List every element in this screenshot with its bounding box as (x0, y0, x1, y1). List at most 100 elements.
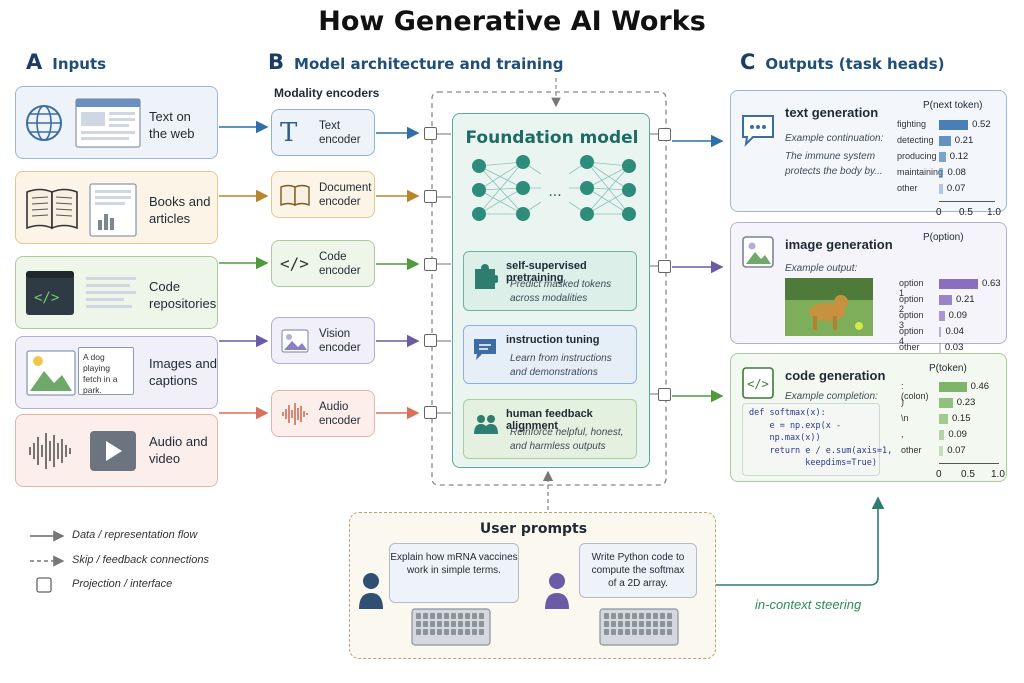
prob-bar (939, 430, 945, 440)
code-window-icon: </> (26, 270, 136, 315)
bar-value-label: 0.63 (982, 278, 1001, 289)
output-example-line: The immune system (785, 151, 876, 162)
projection-interface (658, 128, 671, 141)
output-example-line: protects the body by... (785, 166, 883, 177)
prob-chart-title: P(token) (929, 363, 967, 374)
code-line: return e / e.sum(axis=1, (749, 445, 893, 456)
bar-label: option 2 (899, 294, 924, 314)
in-context-steering-label: in-context steering (755, 597, 862, 612)
prob-bar (939, 184, 943, 194)
projection-interface (424, 127, 437, 140)
users-and-keyboards (359, 573, 679, 646)
bar-label: other (897, 183, 918, 193)
open-book-icon (26, 182, 137, 237)
input-images-captions: A dog playing fetch in a park. Images an… (15, 336, 218, 409)
landscape-image-icon (26, 349, 76, 396)
prob-bar (939, 414, 948, 424)
neural-network-icon: ... (472, 155, 636, 221)
bar-value-label: 0.07 (947, 445, 966, 456)
prob-bar (939, 446, 944, 456)
image-icon (281, 328, 309, 353)
output-image-generation: image generation Example output: P(optio… (730, 222, 1007, 377)
projection-interface (658, 260, 671, 273)
stage-instruction-tuning: instruction tuning Learn from instructio… (463, 325, 637, 384)
legend-data-flow: Data / representation flow (72, 529, 198, 541)
diagram-title: How Generative AI Works (318, 6, 706, 37)
bar-label: other (899, 342, 920, 352)
output-subtitle: Example continuation: (785, 133, 884, 144)
output-text-generation: text generation Example continuation: Th… (730, 90, 1007, 218)
bar-label: , (901, 429, 904, 439)
bar-value-label: 0.09 (948, 310, 968, 321)
bar-value-label: 0.08 (947, 167, 966, 178)
bar-value-label: 0.12 (949, 151, 969, 162)
prob-bar (939, 382, 967, 392)
bar-value-label: 0.03 (944, 342, 964, 353)
globe-webpage-icon (26, 97, 141, 148)
bar-label: option 3 (899, 310, 924, 330)
bar-label: detecting (897, 135, 934, 145)
x-tick-label: 1.0 (991, 469, 1005, 480)
modality-encoders-label: Modality encoders (274, 86, 380, 100)
bar-label: : (colon) (901, 381, 929, 401)
projection-interface (424, 406, 437, 419)
bar-value-label: 0.21 (954, 135, 974, 146)
x-tick-label: 0.5 (961, 469, 975, 480)
bar-label: ) (901, 397, 904, 407)
stage-description: Reinforce helpful, honest,and harmless o… (510, 427, 624, 452)
projection-interface (658, 388, 671, 401)
output-heading: image generation (785, 237, 893, 252)
prob-bar (939, 311, 945, 321)
user-avatar-icon (363, 573, 379, 589)
output-subtitle: Example completion: (785, 391, 878, 402)
code-brackets-icon: </> (280, 254, 309, 273)
x-axis (939, 463, 999, 464)
bar-value-label: 0.46 (970, 381, 990, 392)
foundation-model-title: Foundation model (465, 128, 639, 148)
code-line: def softmax(x): (749, 408, 826, 418)
prob-bar (939, 279, 979, 289)
bar-label: option 4 (899, 326, 924, 346)
user-prompts-title: User prompts (479, 521, 588, 537)
projection-interface (424, 190, 437, 203)
stage-title: self-supervised pretraining (506, 260, 587, 284)
bar-label: fighting (897, 119, 927, 129)
book-icon (280, 184, 310, 206)
people-icon (474, 415, 498, 434)
prob-bar (939, 398, 953, 408)
output-subtitle: Example output: (785, 263, 858, 274)
prob-bar (939, 136, 951, 146)
projection-interface (424, 258, 437, 271)
svg-text:</>: </> (747, 377, 769, 391)
stage-pretraining: self-supervised pretraining Predict mask… (463, 251, 637, 311)
prob-bar (939, 343, 941, 353)
legend-skip-connections: Skip / feedback connections (72, 554, 209, 566)
puzzle-piece-icon (475, 264, 498, 289)
stage-title: human feedback alignment (506, 408, 593, 432)
code-line: np.max(x)) (749, 433, 821, 443)
svg-text:</>: </> (34, 290, 59, 306)
